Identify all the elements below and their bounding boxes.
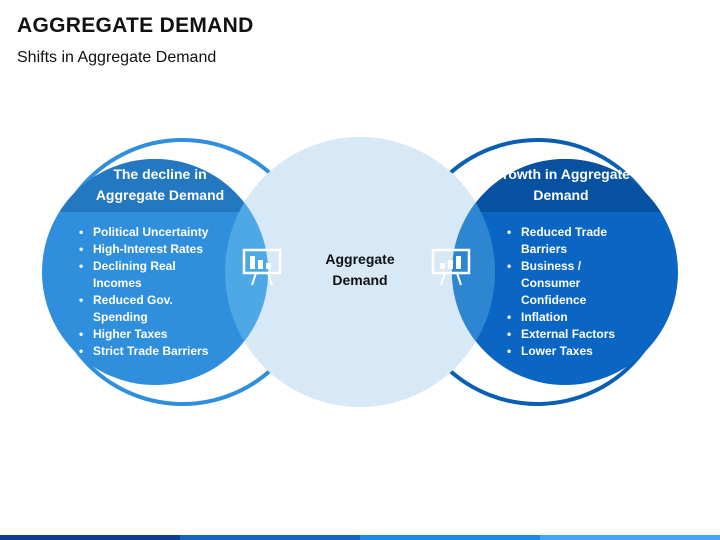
list-item: Higher Taxes <box>77 326 227 343</box>
list-item: Lower Taxes <box>505 343 625 360</box>
left-heading: The decline in Aggregate Demand <box>95 166 225 203</box>
list-item: Declining Real Incomes <box>77 258 193 292</box>
left-list: Political Uncertainty High-Interest Rate… <box>77 224 227 360</box>
chart-decline-icon <box>240 245 284 289</box>
right-list: Reduced Trade Barriers Business / Consum… <box>505 224 625 360</box>
center-label: Aggregate Demand <box>325 251 395 288</box>
right-heading: Growth in Aggregate Demand <box>492 166 630 203</box>
page-subtitle: Shifts in Aggregate Demand <box>17 49 217 66</box>
list-item: Inflation <box>505 309 625 326</box>
bottom-bar-segment <box>360 535 540 540</box>
list-item: Business / Consumer Confidence <box>505 258 601 309</box>
list-item: Reduced Trade Barriers <box>505 224 625 258</box>
list-item: External Factors <box>505 326 625 343</box>
list-item: Reduced Gov. Spending <box>77 292 193 326</box>
center-circle <box>225 137 495 407</box>
list-item: High-Interest Rates <box>77 241 227 258</box>
bottom-accent-bar <box>0 535 720 540</box>
list-item: Political Uncertainty <box>77 224 227 241</box>
bottom-bar-segment <box>540 535 720 540</box>
bottom-bar-segment <box>0 535 180 540</box>
bottom-bar-segment <box>180 535 360 540</box>
chart-growth-icon <box>429 245 473 289</box>
page-title: AGGREGATE DEMAND <box>17 14 254 37</box>
list-item: Strict Trade Barriers <box>77 343 227 360</box>
